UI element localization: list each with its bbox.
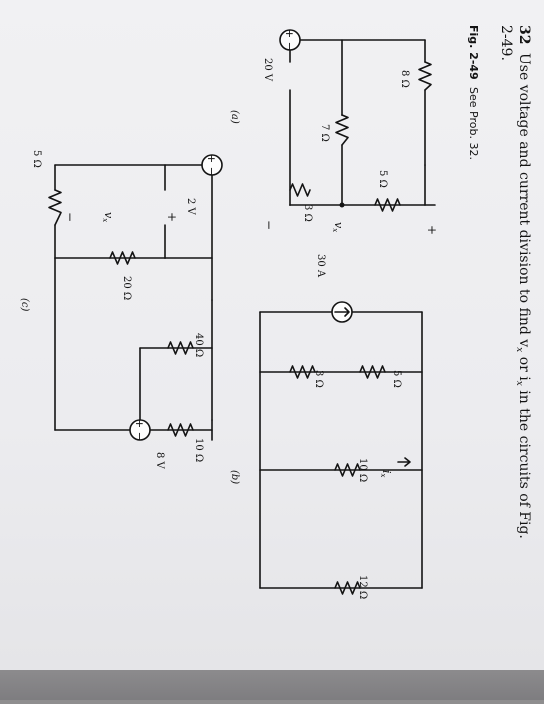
figure-caption-text: See Prob. 32.	[467, 87, 480, 160]
label-source-a: 20 V	[262, 58, 273, 82]
vx-label-c: vx	[101, 212, 115, 222]
resistor-3-ohm-b	[289, 365, 316, 379]
problem-text-line2: 2-49.	[498, 25, 514, 61]
voltage-source-2v	[201, 154, 223, 176]
label-r3-b: 10 Ω	[357, 458, 368, 482]
label-r1-c: 5 Ω	[31, 150, 42, 168]
circuit-b: 30 A 5 Ω 3 Ω 10 Ω 12 Ω ix (b)	[229, 254, 423, 599]
resistor-40-ohm-c	[167, 341, 194, 355]
voltage-source-8v	[129, 419, 151, 441]
problem-text: Use voltage and current division to find…	[514, 53, 532, 539]
label-circuit-c: (c)	[19, 298, 30, 312]
label-source-b: 30 A	[315, 254, 326, 278]
resistor-8-ohm	[418, 61, 432, 91]
resistor-12-ohm-b	[334, 581, 361, 595]
background-surface	[0, 670, 544, 700]
label-r4-c: 10 Ω	[193, 438, 204, 462]
label-r2-c: 20 Ω	[121, 276, 132, 300]
vx-label-a: vx	[331, 222, 345, 232]
ix-arrow	[397, 457, 411, 467]
vx-plus-a: +	[425, 225, 439, 235]
resistor-5-ohm	[374, 198, 401, 212]
label-circuit-a: (a)	[229, 110, 240, 124]
resistor-5-ohm-b	[359, 365, 386, 379]
label-r4-a: 3 Ω	[302, 204, 313, 222]
label-r3-c: 40 Ω	[193, 333, 204, 357]
svg-text:+ −: + −	[205, 154, 218, 176]
label-r4-b: 12 Ω	[357, 575, 368, 599]
voltage-source-20v	[279, 29, 301, 51]
problem-number: 32	[516, 25, 532, 44]
vx-minus-a: −	[262, 220, 276, 230]
svg-text:+ −: + −	[133, 419, 146, 441]
problem-statement: 32 Use voltage and current division to f…	[498, 25, 532, 539]
circuit-c: + − 2 V 5 Ω 20 Ω + vx − 40 Ω 10 Ω + − 8 …	[19, 150, 223, 470]
resistor-10-ohm-b	[334, 463, 361, 477]
figure-caption: Fig. 2-49 See Prob. 32.	[467, 25, 480, 160]
label-r2-b: 3 Ω	[313, 370, 324, 388]
vx-plus-c: +	[165, 212, 179, 222]
resistor-10-ohm-c	[167, 423, 194, 437]
figure-label: Fig. 2-49	[467, 25, 480, 80]
label-r3-a: 5 Ω	[377, 170, 388, 188]
vx-minus-c: −	[63, 212, 77, 222]
resistor-20-ohm-c	[109, 251, 136, 265]
resistor-5-ohm-c	[48, 189, 62, 226]
circuit-a: 8 Ω + − 20 V 7 Ω 5 Ω 3 Ω + vx − (a)	[229, 29, 439, 235]
label-source2-c: 8 V	[154, 452, 165, 470]
resistor-7-ohm	[335, 114, 349, 146]
source-a-sign: + −	[283, 29, 296, 51]
label-r1-a: 8 Ω	[399, 70, 410, 88]
label-r1-b: 5 Ω	[391, 370, 402, 388]
ix-label: ix	[379, 470, 393, 478]
label-source1-c: 2 V	[185, 198, 196, 216]
label-r2-a: 7 Ω	[319, 124, 330, 142]
label-circuit-b: (b)	[229, 470, 240, 484]
